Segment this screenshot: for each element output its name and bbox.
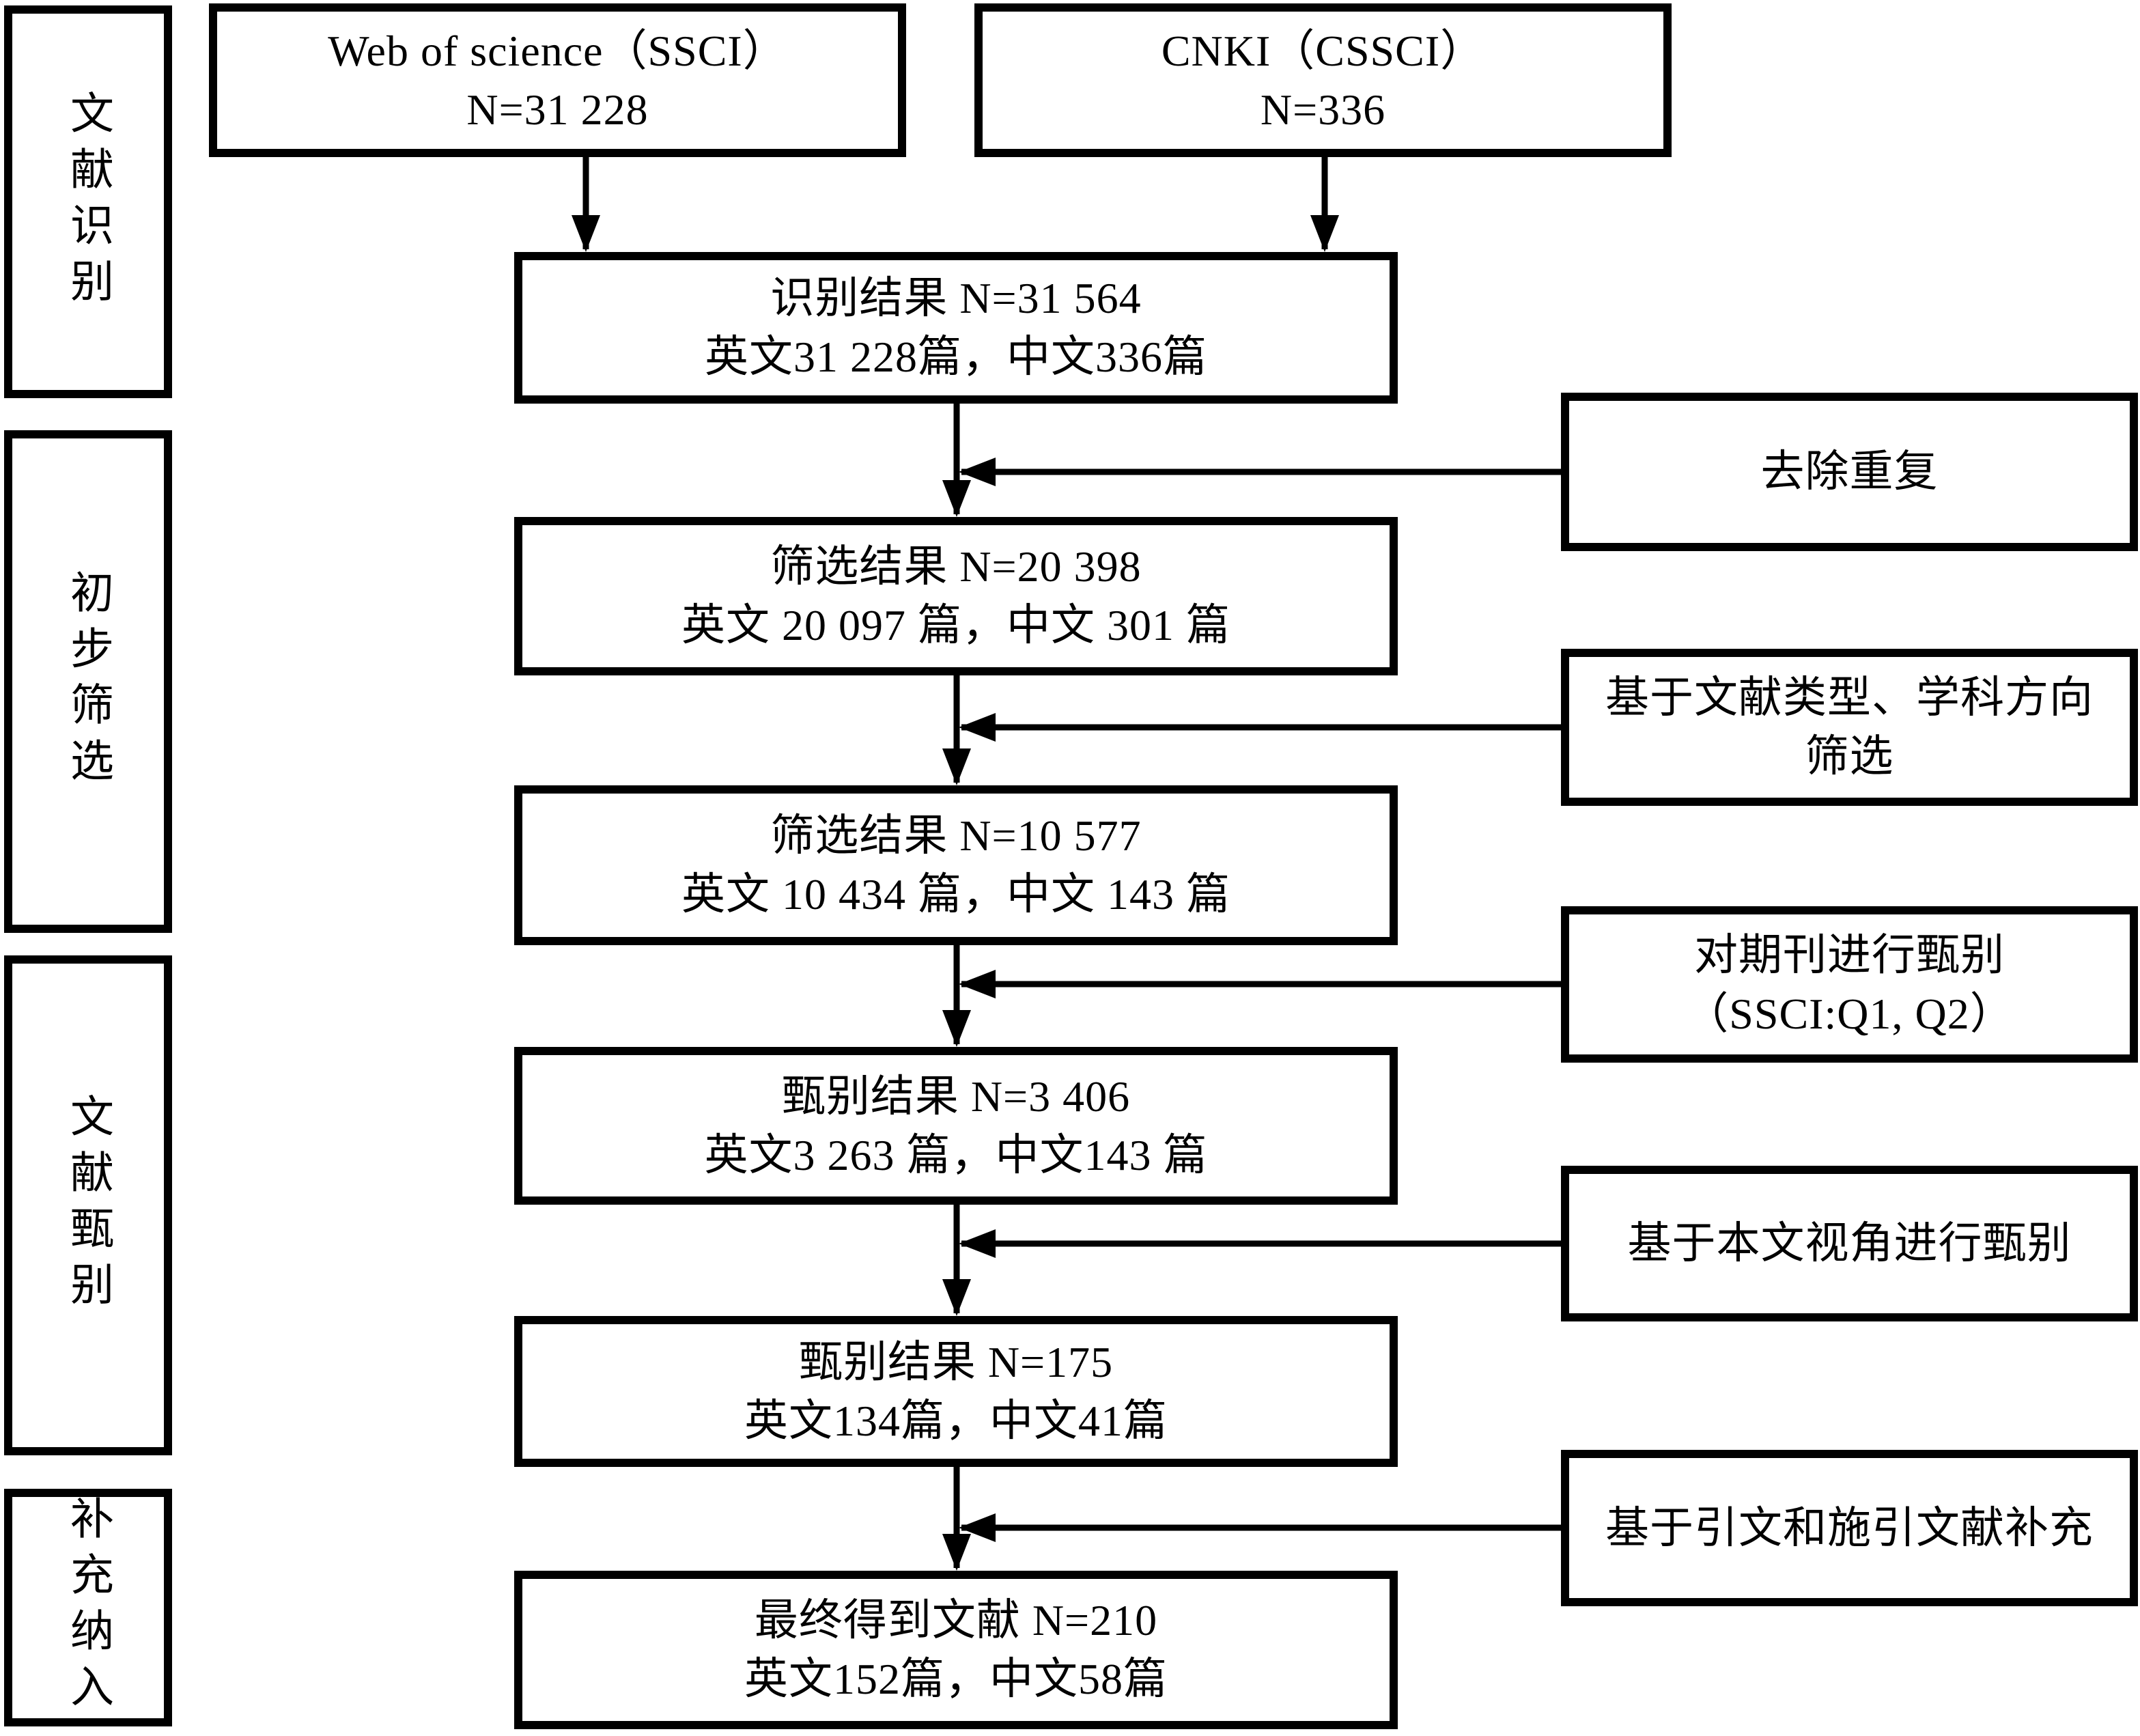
filter-label: 去除重复 xyxy=(1760,447,1939,496)
step-result: 甄别结果 N=175 xyxy=(798,1337,1114,1386)
step-result: 筛选结果 N=20 398 xyxy=(770,542,1142,591)
filter-note-doc-type: 基于文献类型、学科方向 筛选 xyxy=(1561,649,2138,806)
step-detail: 英文 20 097 篇，中文 301 篇 xyxy=(681,601,1230,649)
filter-note-perspective: 基于本文视角进行甄别 xyxy=(1561,1166,2138,1321)
arrow-left-citation xyxy=(959,1513,1565,1543)
filter-label: 基于引文和施引文献补充 xyxy=(1605,1503,2094,1552)
step-box-selected-1: 甄别结果 N=3 406 英文3 263 篇，中文143 篇 xyxy=(514,1047,1398,1205)
filter-label: （SSCI:Q1, Q2） xyxy=(1685,989,2014,1038)
step-result: 筛选结果 N=10 577 xyxy=(770,811,1142,860)
step-result: 甄别结果 N=3 406 xyxy=(781,1072,1131,1121)
step-result: 识别结果 N=31 564 xyxy=(770,274,1142,322)
stage-label: 文献甄别 xyxy=(64,1093,113,1317)
arrow-down-wos-to-identified xyxy=(571,157,601,252)
arrow-left-journal xyxy=(959,969,1565,999)
filter-label: 基于文献类型、学科方向 xyxy=(1605,673,2094,722)
arrow-down-cnki-to-identified xyxy=(1310,157,1340,252)
arrow-left-dedup xyxy=(959,457,1565,487)
stage-box-selection: 文献甄别 xyxy=(4,955,172,1455)
step-box-screened-2: 筛选结果 N=10 577 英文 10 434 篇，中文 143 篇 xyxy=(514,785,1398,945)
step-detail: 英文3 263 篇，中文143 篇 xyxy=(704,1130,1208,1179)
arrow-down-selected1-to-selected2 xyxy=(942,1205,972,1316)
filter-note-citation: 基于引文和施引文献补充 xyxy=(1561,1450,2138,1606)
stage-box-identification: 文献识别 xyxy=(4,5,172,398)
source-count: N=31 228 xyxy=(466,85,649,134)
source-box-wos: Web of science（SSCI） N=31 228 xyxy=(209,3,906,157)
source-title: Web of science（SSCI） xyxy=(328,26,787,75)
filter-label: 筛选 xyxy=(1805,732,1894,781)
step-box-screened-1: 筛选结果 N=20 398 英文 20 097 篇，中文 301 篇 xyxy=(514,517,1398,675)
stage-label: 文献识别 xyxy=(64,89,113,314)
source-count: N=336 xyxy=(1260,85,1386,134)
stage-box-supplement: 补充纳入 xyxy=(4,1489,172,1726)
stage-label: 补充纳入 xyxy=(64,1496,113,1720)
arrow-left-perspective xyxy=(959,1229,1565,1259)
step-box-identified: 识别结果 N=31 564 英文31 228篇，中文336篇 xyxy=(514,252,1398,404)
step-result: 最终得到文献 N=210 xyxy=(754,1596,1158,1644)
step-detail: 英文134篇，中文41篇 xyxy=(744,1396,1168,1445)
filter-note-journal: 对期刊进行甄别 （SSCI:Q1, Q2） xyxy=(1561,906,2138,1063)
source-box-cnki: CNKI（CSSCI） N=336 xyxy=(974,3,1672,157)
source-title: CNKI（CSSCI） xyxy=(1161,26,1485,75)
stage-label: 初步筛选 xyxy=(64,570,113,794)
filter-note-dedup: 去除重复 xyxy=(1561,393,2138,551)
step-box-selected-2: 甄别结果 N=175 英文134篇，中文41篇 xyxy=(514,1316,1398,1467)
step-box-final: 最终得到文献 N=210 英文152篇，中文58篇 xyxy=(514,1571,1398,1729)
step-detail: 英文 10 434 篇，中文 143 篇 xyxy=(681,870,1230,919)
filter-label: 对期刊进行甄别 xyxy=(1694,930,2005,979)
arrow-left-doc-type xyxy=(959,712,1565,742)
step-detail: 英文152篇，中文58篇 xyxy=(744,1655,1168,1703)
step-detail: 英文31 228篇，中文336篇 xyxy=(705,333,1207,381)
stage-box-initial-screening: 初步筛选 xyxy=(4,430,172,933)
filter-label: 基于本文视角进行甄别 xyxy=(1627,1219,2072,1268)
